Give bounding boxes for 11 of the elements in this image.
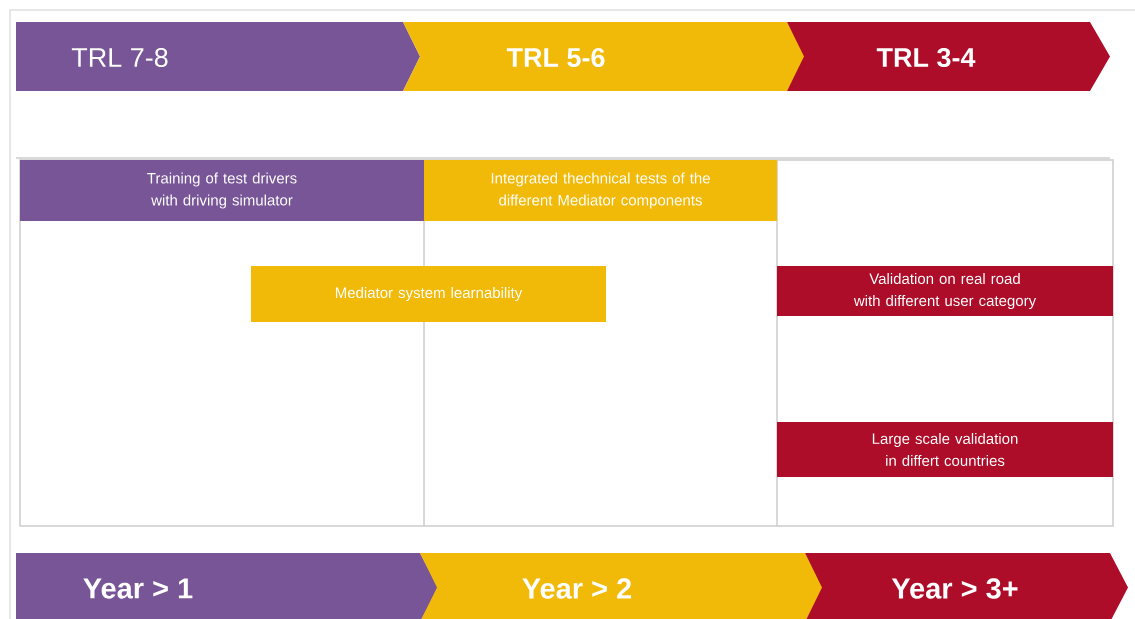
- phase-banner: Year > 1: [16, 553, 438, 619]
- task-bar: Mediator system learnability: [251, 266, 606, 322]
- phase-banner: Year > 2: [420, 553, 823, 619]
- phase-banner: Year > 3+: [805, 553, 1128, 619]
- task-bar: Training of test drivers with driving simulator: [20, 160, 424, 221]
- phase-banner: TRL 3-4: [787, 22, 1110, 91]
- task-bar: Integrated thechnical tests of the different Mediator components: [424, 160, 777, 221]
- task-bar: Validation on real road with different user category: [777, 266, 1113, 316]
- phase-banner: TRL 5-6: [403, 22, 805, 91]
- task-bar: Large scale validation in differt countries: [777, 422, 1113, 477]
- phase-banner: TRL 7-8: [16, 22, 420, 91]
